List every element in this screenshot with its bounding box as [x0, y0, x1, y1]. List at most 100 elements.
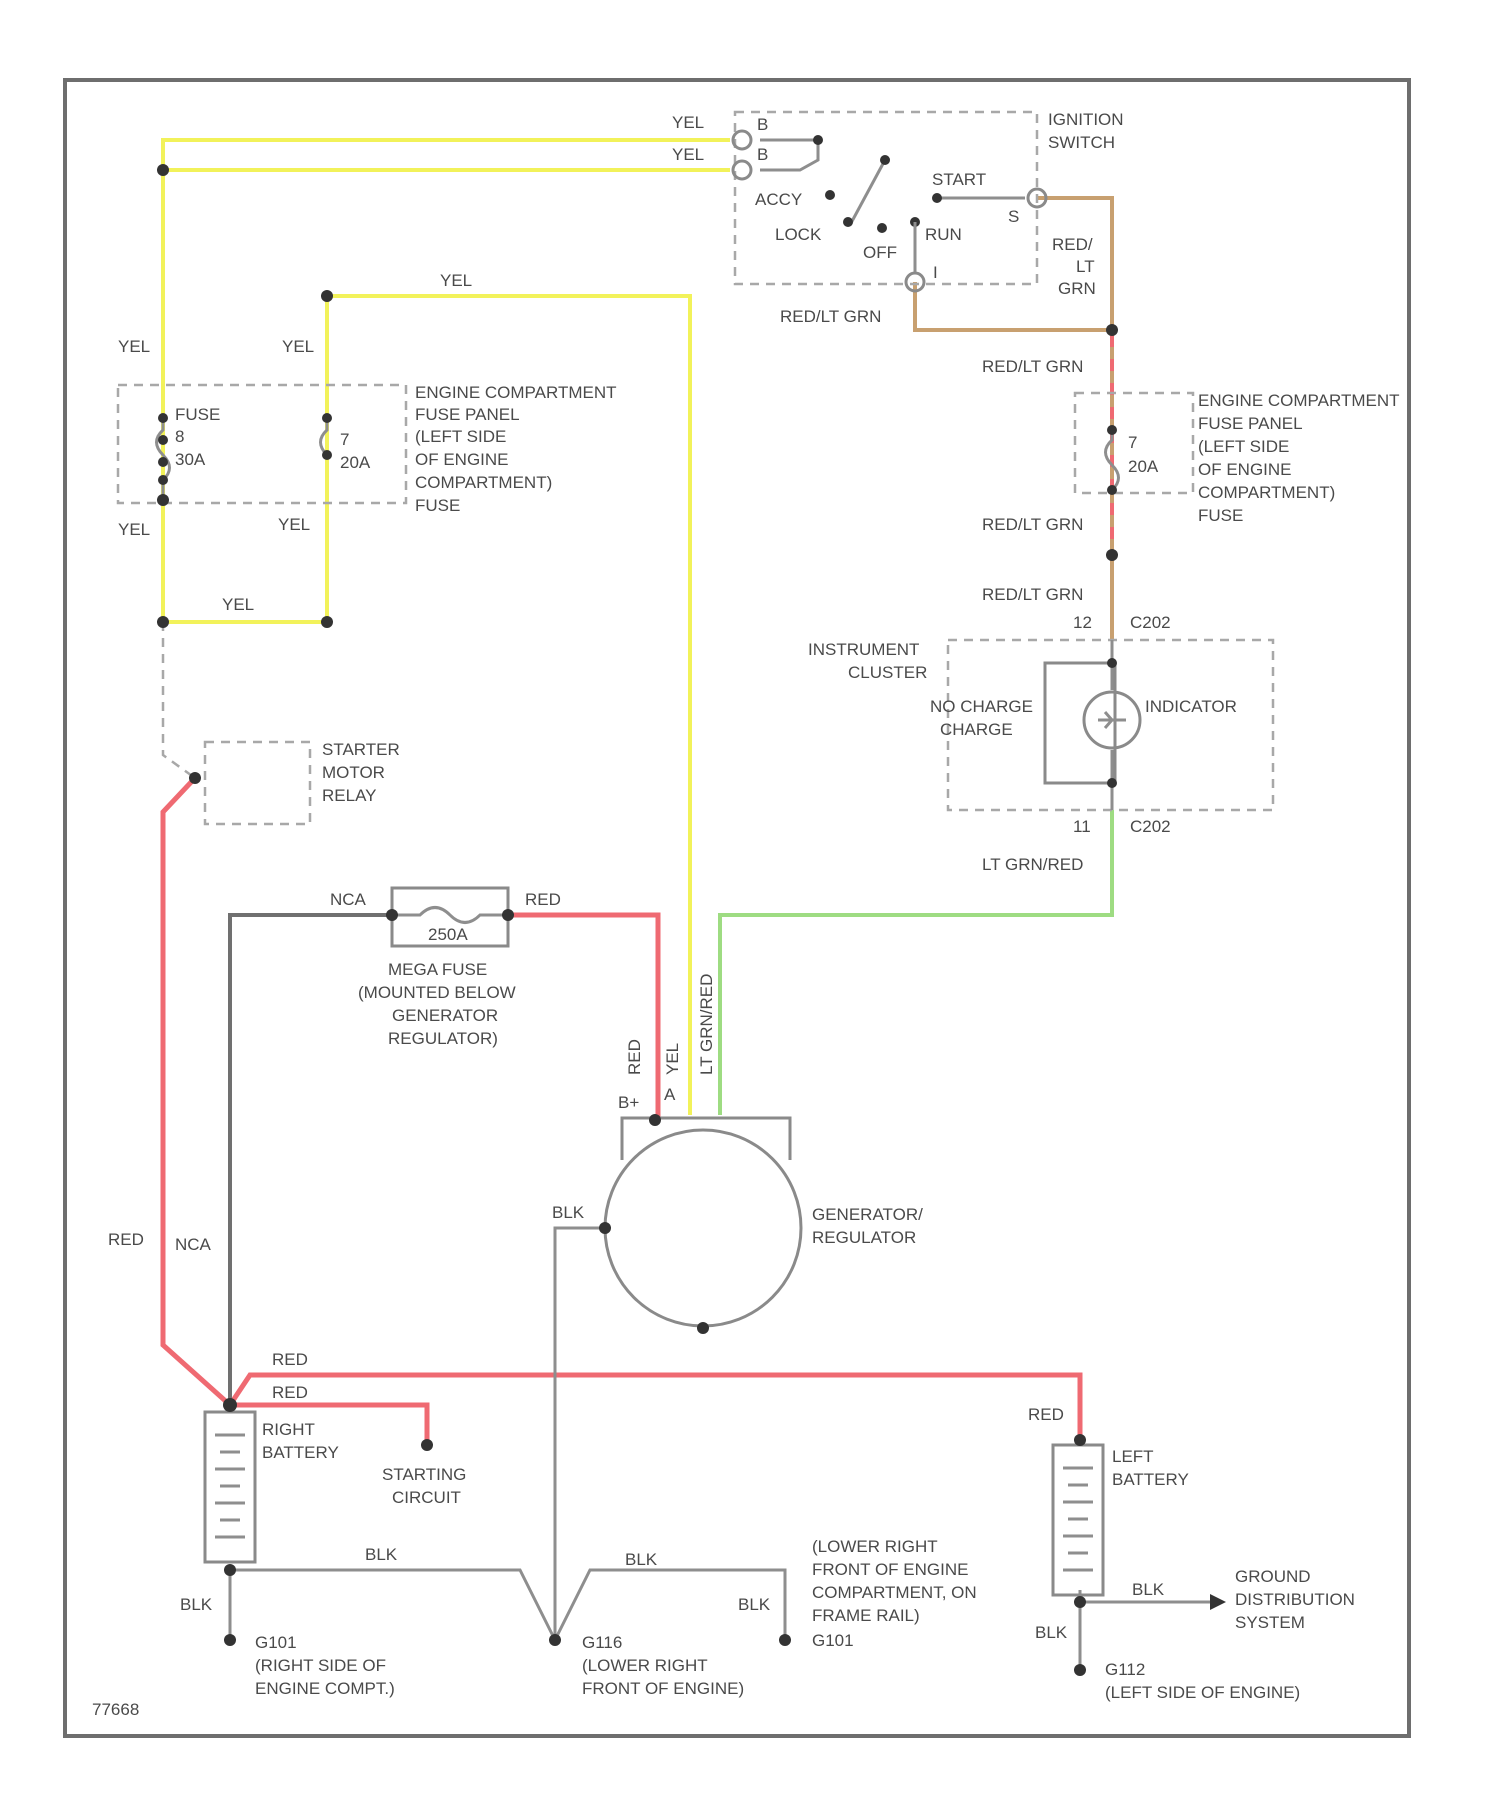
- label-yel-vert: YEL: [663, 1043, 682, 1075]
- mega-fuse-line3: GENERATOR: [392, 1006, 498, 1025]
- left-fuse-panel-line2: FUSE PANEL: [415, 405, 520, 424]
- label-blk-7: BLK: [1035, 1623, 1068, 1642]
- left-fuse-7-amp: 20A: [340, 453, 371, 472]
- mega-fuse-line2: (MOUNTED BELOW: [358, 983, 516, 1002]
- label-lt: LT: [1076, 257, 1095, 276]
- left-fuse-panel-line5: COMPARTMENT): [415, 473, 552, 492]
- left-battery-line2: BATTERY: [1112, 1470, 1189, 1489]
- label-nca-1: NCA: [330, 890, 367, 909]
- label-grn: GRN: [1058, 279, 1096, 298]
- wire-blk-gen-to-g116: [555, 1228, 605, 1640]
- right-fuse-panel: 7 20A ENGINE COMPARTMENT FUSE PANEL (LEF…: [1075, 391, 1400, 525]
- label-lt-grn-red: LT GRN/RED: [982, 855, 1083, 874]
- ignition-pin-b2: B: [757, 145, 768, 164]
- label-red-lt-grn-4: RED/LT GRN: [982, 585, 1083, 604]
- starter-relay-line3: RELAY: [322, 786, 377, 805]
- starting-circuit-line2: CIRCUIT: [392, 1488, 461, 1507]
- label-red-3: RED: [272, 1350, 308, 1369]
- cluster-pin-bottom: 11: [1073, 817, 1091, 836]
- ignition-pin-i: I: [933, 263, 938, 282]
- label-yel-1: YEL: [672, 113, 704, 132]
- wire-red-mega-fuse-to-gen: [508, 915, 658, 1120]
- ignition-switch: IGNITION SWITCH B B ACCY LOCK OFF RUN ST…: [733, 110, 1124, 291]
- generator-label-line2: REGULATOR: [812, 1228, 916, 1247]
- label-yel-5: YEL: [282, 337, 314, 356]
- label-yel-3: YEL: [440, 271, 472, 290]
- g101-id: G101: [255, 1633, 297, 1652]
- g112-id: G112: [1105, 1660, 1145, 1679]
- indicator-label: INDICATOR: [1145, 697, 1237, 716]
- right-fuse-panel-line2: FUSE PANEL: [1198, 414, 1303, 433]
- right-fuse-panel-line3: (LEFT SIDE: [1198, 437, 1289, 456]
- g101-line2: ENGINE COMPT.): [255, 1679, 395, 1698]
- label-lt-grn-red-vert: LT GRN/RED: [697, 974, 716, 1075]
- label-blk-3: BLK: [625, 1550, 658, 1569]
- right-fuse-panel-line5: COMPARTMENT): [1198, 483, 1335, 502]
- label-yel-2: YEL: [672, 145, 704, 164]
- right-fuse-panel-line4: OF ENGINE: [1198, 460, 1292, 479]
- left-battery-line1: LEFT: [1112, 1447, 1154, 1466]
- starter-relay-line1: STARTER: [322, 740, 400, 759]
- starting-circuit-line1: STARTING: [382, 1465, 466, 1484]
- left-fuse-panel-line3: (LEFT SIDE: [415, 427, 506, 446]
- left-fuse-8-amp: 30A: [175, 450, 206, 469]
- label-red-4: RED: [272, 1383, 308, 1402]
- cluster-pin-top: 12: [1073, 613, 1092, 632]
- ground-g112: G112 (LEFT SIDE OF ENGINE): [1105, 1660, 1300, 1702]
- generator-label-line1: GENERATOR/: [812, 1205, 923, 1224]
- label-yel-4: YEL: [118, 337, 150, 356]
- right-fuse-num: 7: [1128, 433, 1137, 452]
- generator-pin-a: A: [664, 1085, 676, 1104]
- label-blk-6: BLK: [1132, 1580, 1165, 1599]
- g101b-line2: FRONT OF ENGINE: [812, 1560, 968, 1579]
- ground-distribution-line3: SYSTEM: [1235, 1613, 1305, 1632]
- figure-code: 77668: [92, 1700, 139, 1719]
- ignition-pin-b1: B: [757, 115, 768, 134]
- g101b-line4: FRAME RAIL): [812, 1606, 920, 1625]
- left-fuse-label: FUSE: [175, 405, 220, 424]
- no-charge-label-2: CHARGE: [940, 720, 1013, 739]
- g101b-line3: COMPARTMENT, ON: [812, 1583, 977, 1602]
- ignition-switch-title-1: IGNITION: [1048, 110, 1124, 129]
- ignition-off-label: OFF: [863, 243, 897, 262]
- instrument-cluster-line2: CLUSTER: [848, 663, 927, 682]
- left-fuse-panel-line6: FUSE: [415, 496, 460, 515]
- ground-distribution-line1: GROUND: [1235, 1567, 1311, 1586]
- right-battery-line1: RIGHT: [262, 1420, 315, 1439]
- wire-red-to-starting-circuit: [230, 1405, 427, 1445]
- label-red-2: RED: [108, 1230, 144, 1249]
- label-yel-7: YEL: [278, 515, 310, 534]
- left-fuse-panel: FUSE 8 30A 7 20A ENGINE COMPARTMENT FUSE…: [118, 383, 617, 515]
- mega-fuse-rating: 250A: [428, 925, 468, 944]
- label-red-5: RED: [1028, 1405, 1064, 1424]
- ignition-run-label: RUN: [925, 225, 962, 244]
- g101-line1: (RIGHT SIDE OF: [255, 1656, 386, 1675]
- charge-indicator-box: [1045, 663, 1115, 783]
- starter-relay-box: [205, 742, 310, 824]
- ignition-switch-title-2: SWITCH: [1048, 133, 1115, 152]
- g116-id: G116: [582, 1633, 622, 1652]
- ground-g116: G116 (LOWER RIGHT FRONT OF ENGINE): [582, 1633, 744, 1698]
- label-yel-6: YEL: [118, 520, 150, 539]
- left-fuse-7-num: 7: [340, 430, 349, 449]
- left-fuse-8-num: 8: [175, 427, 184, 446]
- generator-body-icon: [605, 1130, 801, 1326]
- wire-blk-battery-to-g116: [230, 1570, 555, 1640]
- g116-line1: (LOWER RIGHT: [582, 1656, 708, 1675]
- mega-fuse-line1: MEGA FUSE: [388, 960, 487, 979]
- ground-distribution-line2: DISTRIBUTION: [1235, 1590, 1355, 1609]
- diagram-frame: [65, 80, 1409, 1736]
- instrument-cluster-line1: INSTRUMENT: [808, 640, 919, 659]
- label-red-vert: RED: [625, 1039, 644, 1075]
- right-fuse-amp: 20A: [1128, 457, 1159, 476]
- ground-g101-right: G101 (RIGHT SIDE OF ENGINE COMPT.): [255, 1633, 395, 1698]
- ignition-pin-s: S: [1008, 207, 1019, 226]
- no-charge-label-1: NO CHARGE: [930, 697, 1033, 716]
- g116-line2: FRONT OF ENGINE): [582, 1679, 744, 1698]
- label-blk-4: BLK: [180, 1595, 213, 1614]
- label-yel-8: YEL: [222, 595, 254, 614]
- left-fuse-panel-line1: ENGINE COMPARTMENT: [415, 383, 617, 402]
- wire-red-lt-grn-ignition-out: [1037, 198, 1112, 330]
- label-nca-2: NCA: [175, 1235, 212, 1254]
- starter-relay-line2: MOTOR: [322, 763, 385, 782]
